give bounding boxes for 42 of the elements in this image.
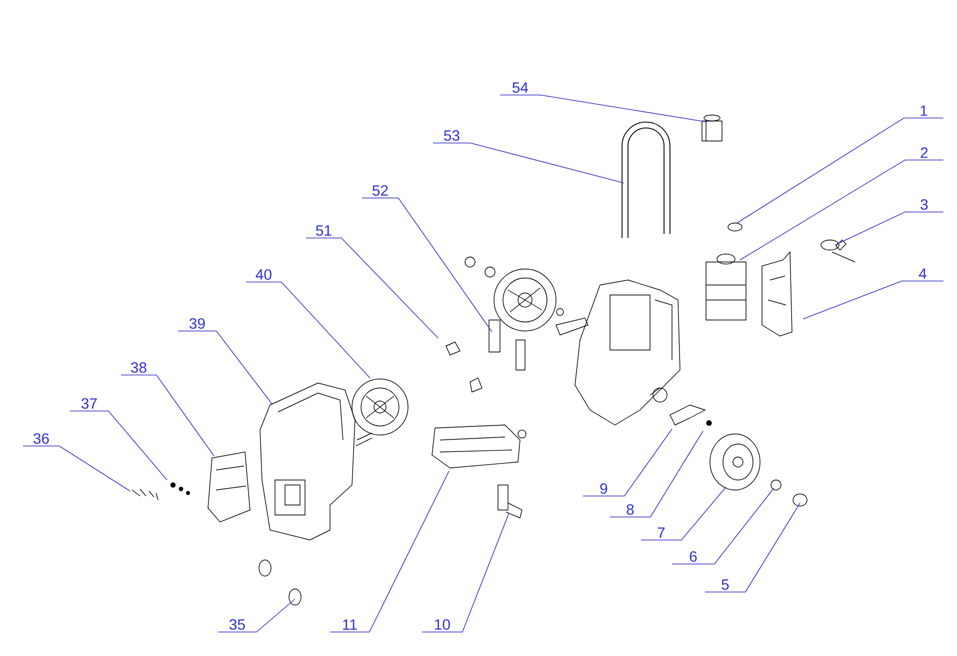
- callout-number: 1: [920, 106, 928, 116]
- leader-line: [178, 330, 272, 404]
- leader-line: [672, 488, 774, 564]
- callout-number: 53: [444, 130, 460, 141]
- leader-line: [120, 374, 214, 456]
- leader-line: [70, 410, 168, 480]
- leader-line: [306, 238, 438, 338]
- callout-number: 54: [512, 82, 528, 93]
- callout-number: 36: [33, 433, 49, 444]
- leader-line: [330, 470, 450, 632]
- callout-number: 11: [343, 620, 357, 630]
- leader-line: [582, 428, 672, 496]
- callout-number: 2: [920, 147, 928, 158]
- callout-number: 4: [918, 268, 926, 279]
- callout-number: 40: [256, 269, 272, 280]
- callout-number: 39: [189, 318, 205, 329]
- callout-number: 6: [690, 551, 697, 562]
- leader-line: [432, 142, 624, 184]
- leader-line: [610, 430, 704, 518]
- leader-line: [362, 198, 492, 332]
- leader-line: [218, 598, 296, 632]
- leader-line: [802, 280, 944, 320]
- callout-number: 5: [722, 579, 729, 590]
- leader-line: [246, 282, 370, 378]
- leader-line: [834, 212, 944, 246]
- leader-line: [704, 502, 800, 592]
- leader-line: [740, 160, 944, 260]
- callout-number: 8: [626, 504, 634, 515]
- callout-number: 37: [81, 398, 97, 409]
- leader-line: [736, 118, 944, 224]
- callout-number: 35: [229, 619, 245, 630]
- callout-number: 51: [316, 225, 332, 236]
- leader-line: [22, 446, 130, 492]
- leader-line: [640, 486, 726, 540]
- callout-number: 7: [658, 528, 665, 538]
- callout-number: 9: [600, 483, 608, 494]
- callout-number: 38: [130, 362, 146, 373]
- callout-number: 10: [435, 619, 450, 630]
- leader-line: [422, 512, 510, 632]
- callout-number: 52: [372, 185, 388, 196]
- callout-number: 3: [920, 199, 928, 210]
- leader-line: [500, 94, 708, 122]
